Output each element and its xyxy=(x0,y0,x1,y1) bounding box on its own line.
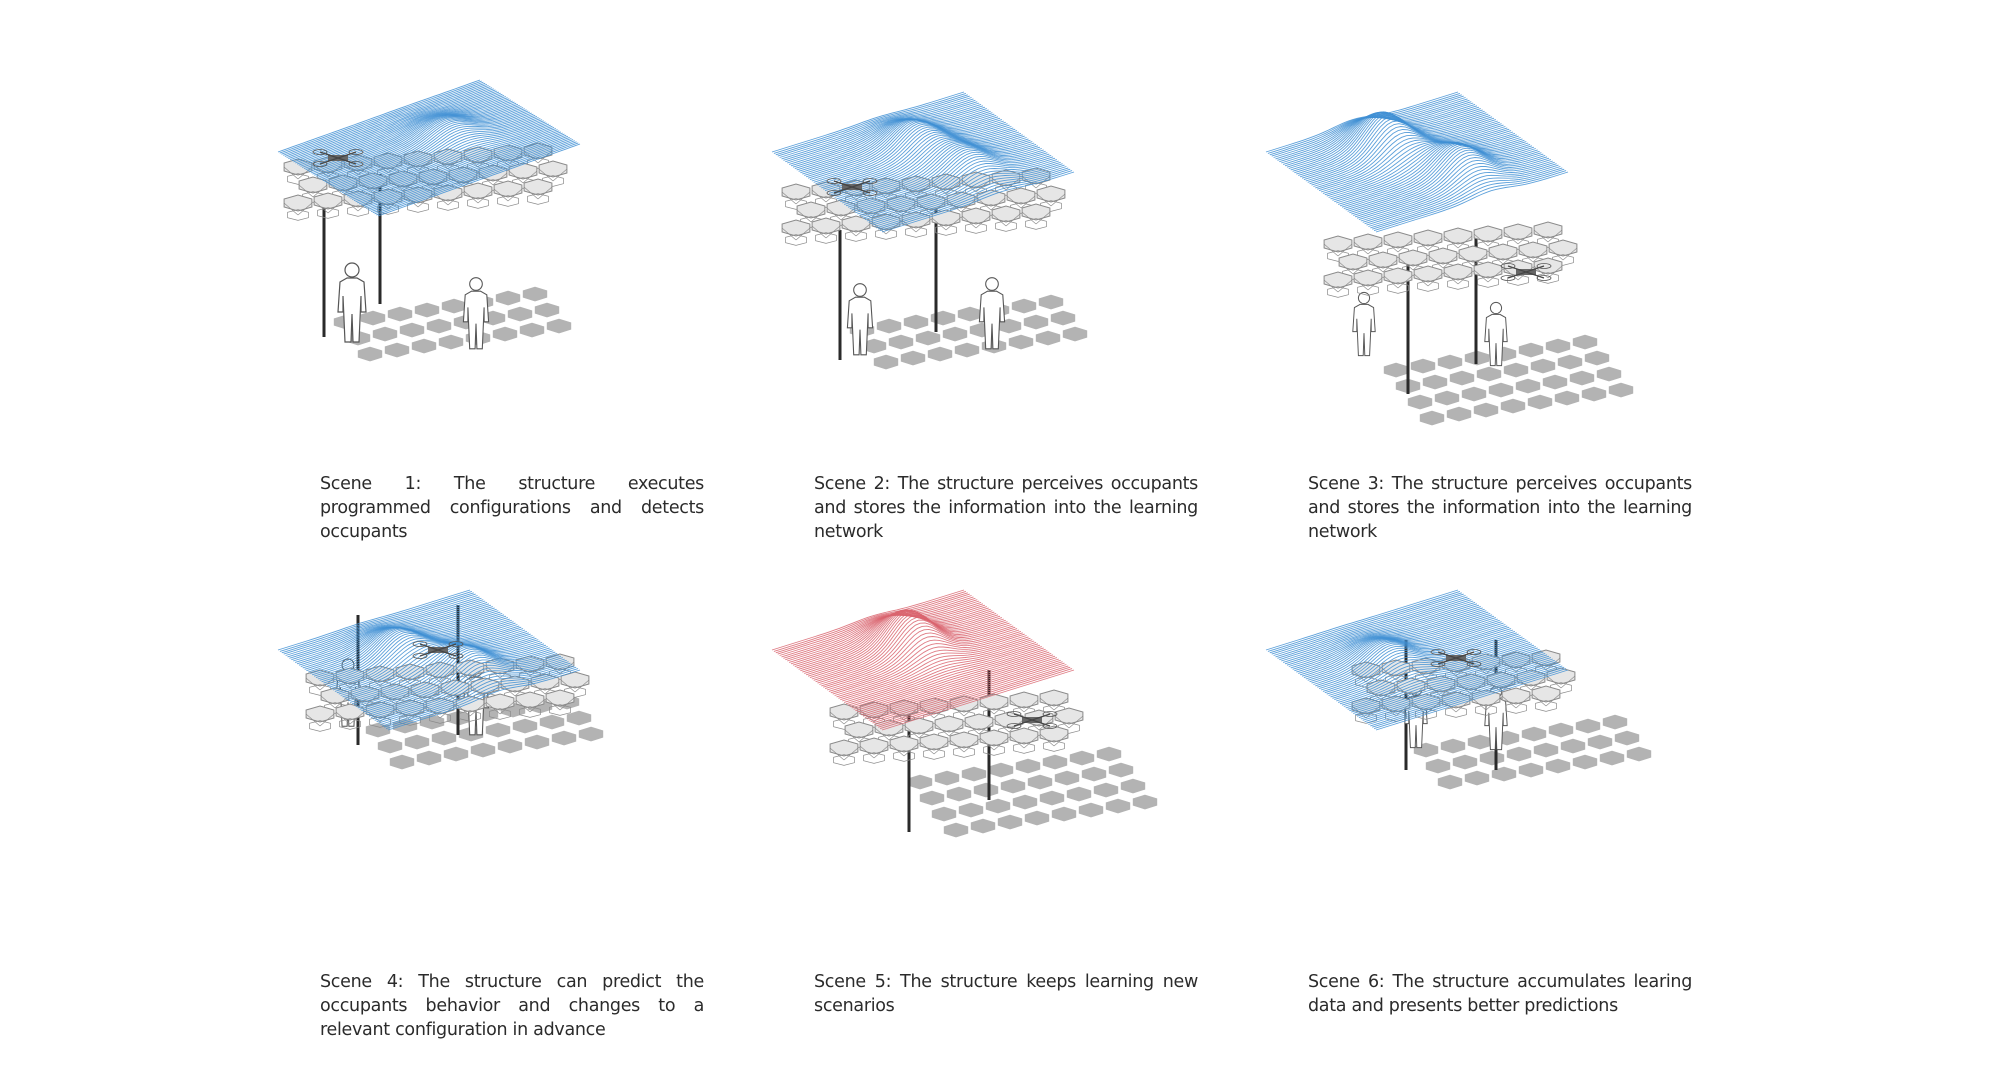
drone-icon xyxy=(1430,649,1482,667)
hexagonal-canopy xyxy=(1323,221,1578,298)
scene-4-panel: Scene 4: The structure can predict the o… xyxy=(258,570,758,1070)
scene-1-panel: Scene 1: The structure executes programm… xyxy=(258,72,758,572)
scene-2-panel: Scene 2: The structure perceives occupan… xyxy=(752,72,1252,572)
occupant-figure xyxy=(846,283,874,356)
contour-field xyxy=(771,589,1075,731)
occupant-figure xyxy=(978,277,1006,350)
scene-2-caption: Scene 2: The structure perceives occupan… xyxy=(814,474,1198,542)
scene-2-illustration xyxy=(771,91,1089,372)
scene-5-caption: Scene 5: The structure keeps learning ne… xyxy=(814,972,1198,1016)
drone-icon xyxy=(1500,263,1552,281)
floor-shadow xyxy=(1412,712,1653,792)
drone-icon xyxy=(412,641,464,659)
contour-field xyxy=(771,91,1075,233)
drone-icon xyxy=(1006,711,1058,729)
scene-5-panel: Scene 5: The structure keeps learning ne… xyxy=(752,570,1252,1070)
scene-5-illustration xyxy=(771,589,1159,840)
floor-shadow xyxy=(848,292,1089,372)
occupant-figure xyxy=(462,277,490,350)
floor-shadow xyxy=(332,284,573,364)
scene-4-caption: Scene 4: The structure can predict the o… xyxy=(320,972,704,1040)
scene-3-panel: Scene 3: The structure perceives occupan… xyxy=(1246,72,1746,572)
scene-1-illustration xyxy=(277,79,581,364)
floor-shadow xyxy=(906,744,1159,840)
scene-6-illustration xyxy=(1265,589,1653,792)
drone-icon xyxy=(312,149,364,167)
contour-field xyxy=(1265,91,1569,233)
scene-4-illustration xyxy=(277,589,605,772)
scene-3-illustration xyxy=(1265,91,1635,428)
drone-icon xyxy=(826,178,878,196)
occupant-figure xyxy=(337,262,367,343)
occupant-figure xyxy=(1484,301,1508,367)
hexagonal-canopy xyxy=(829,689,1084,766)
occupant-figure xyxy=(1352,291,1376,357)
contour-field xyxy=(1265,589,1569,731)
scene-3-caption: Scene 3: The structure perceives occupan… xyxy=(1308,474,1692,542)
floor-shadow xyxy=(1382,332,1635,428)
scene-6-caption: Scene 6: The structure accumulates leari… xyxy=(1308,972,1692,1016)
scene-6-panel: Scene 6: The structure accumulates leari… xyxy=(1246,570,1746,1070)
contour-field xyxy=(277,589,581,731)
scene-1-caption: Scene 1: The structure executes programm… xyxy=(320,474,704,542)
